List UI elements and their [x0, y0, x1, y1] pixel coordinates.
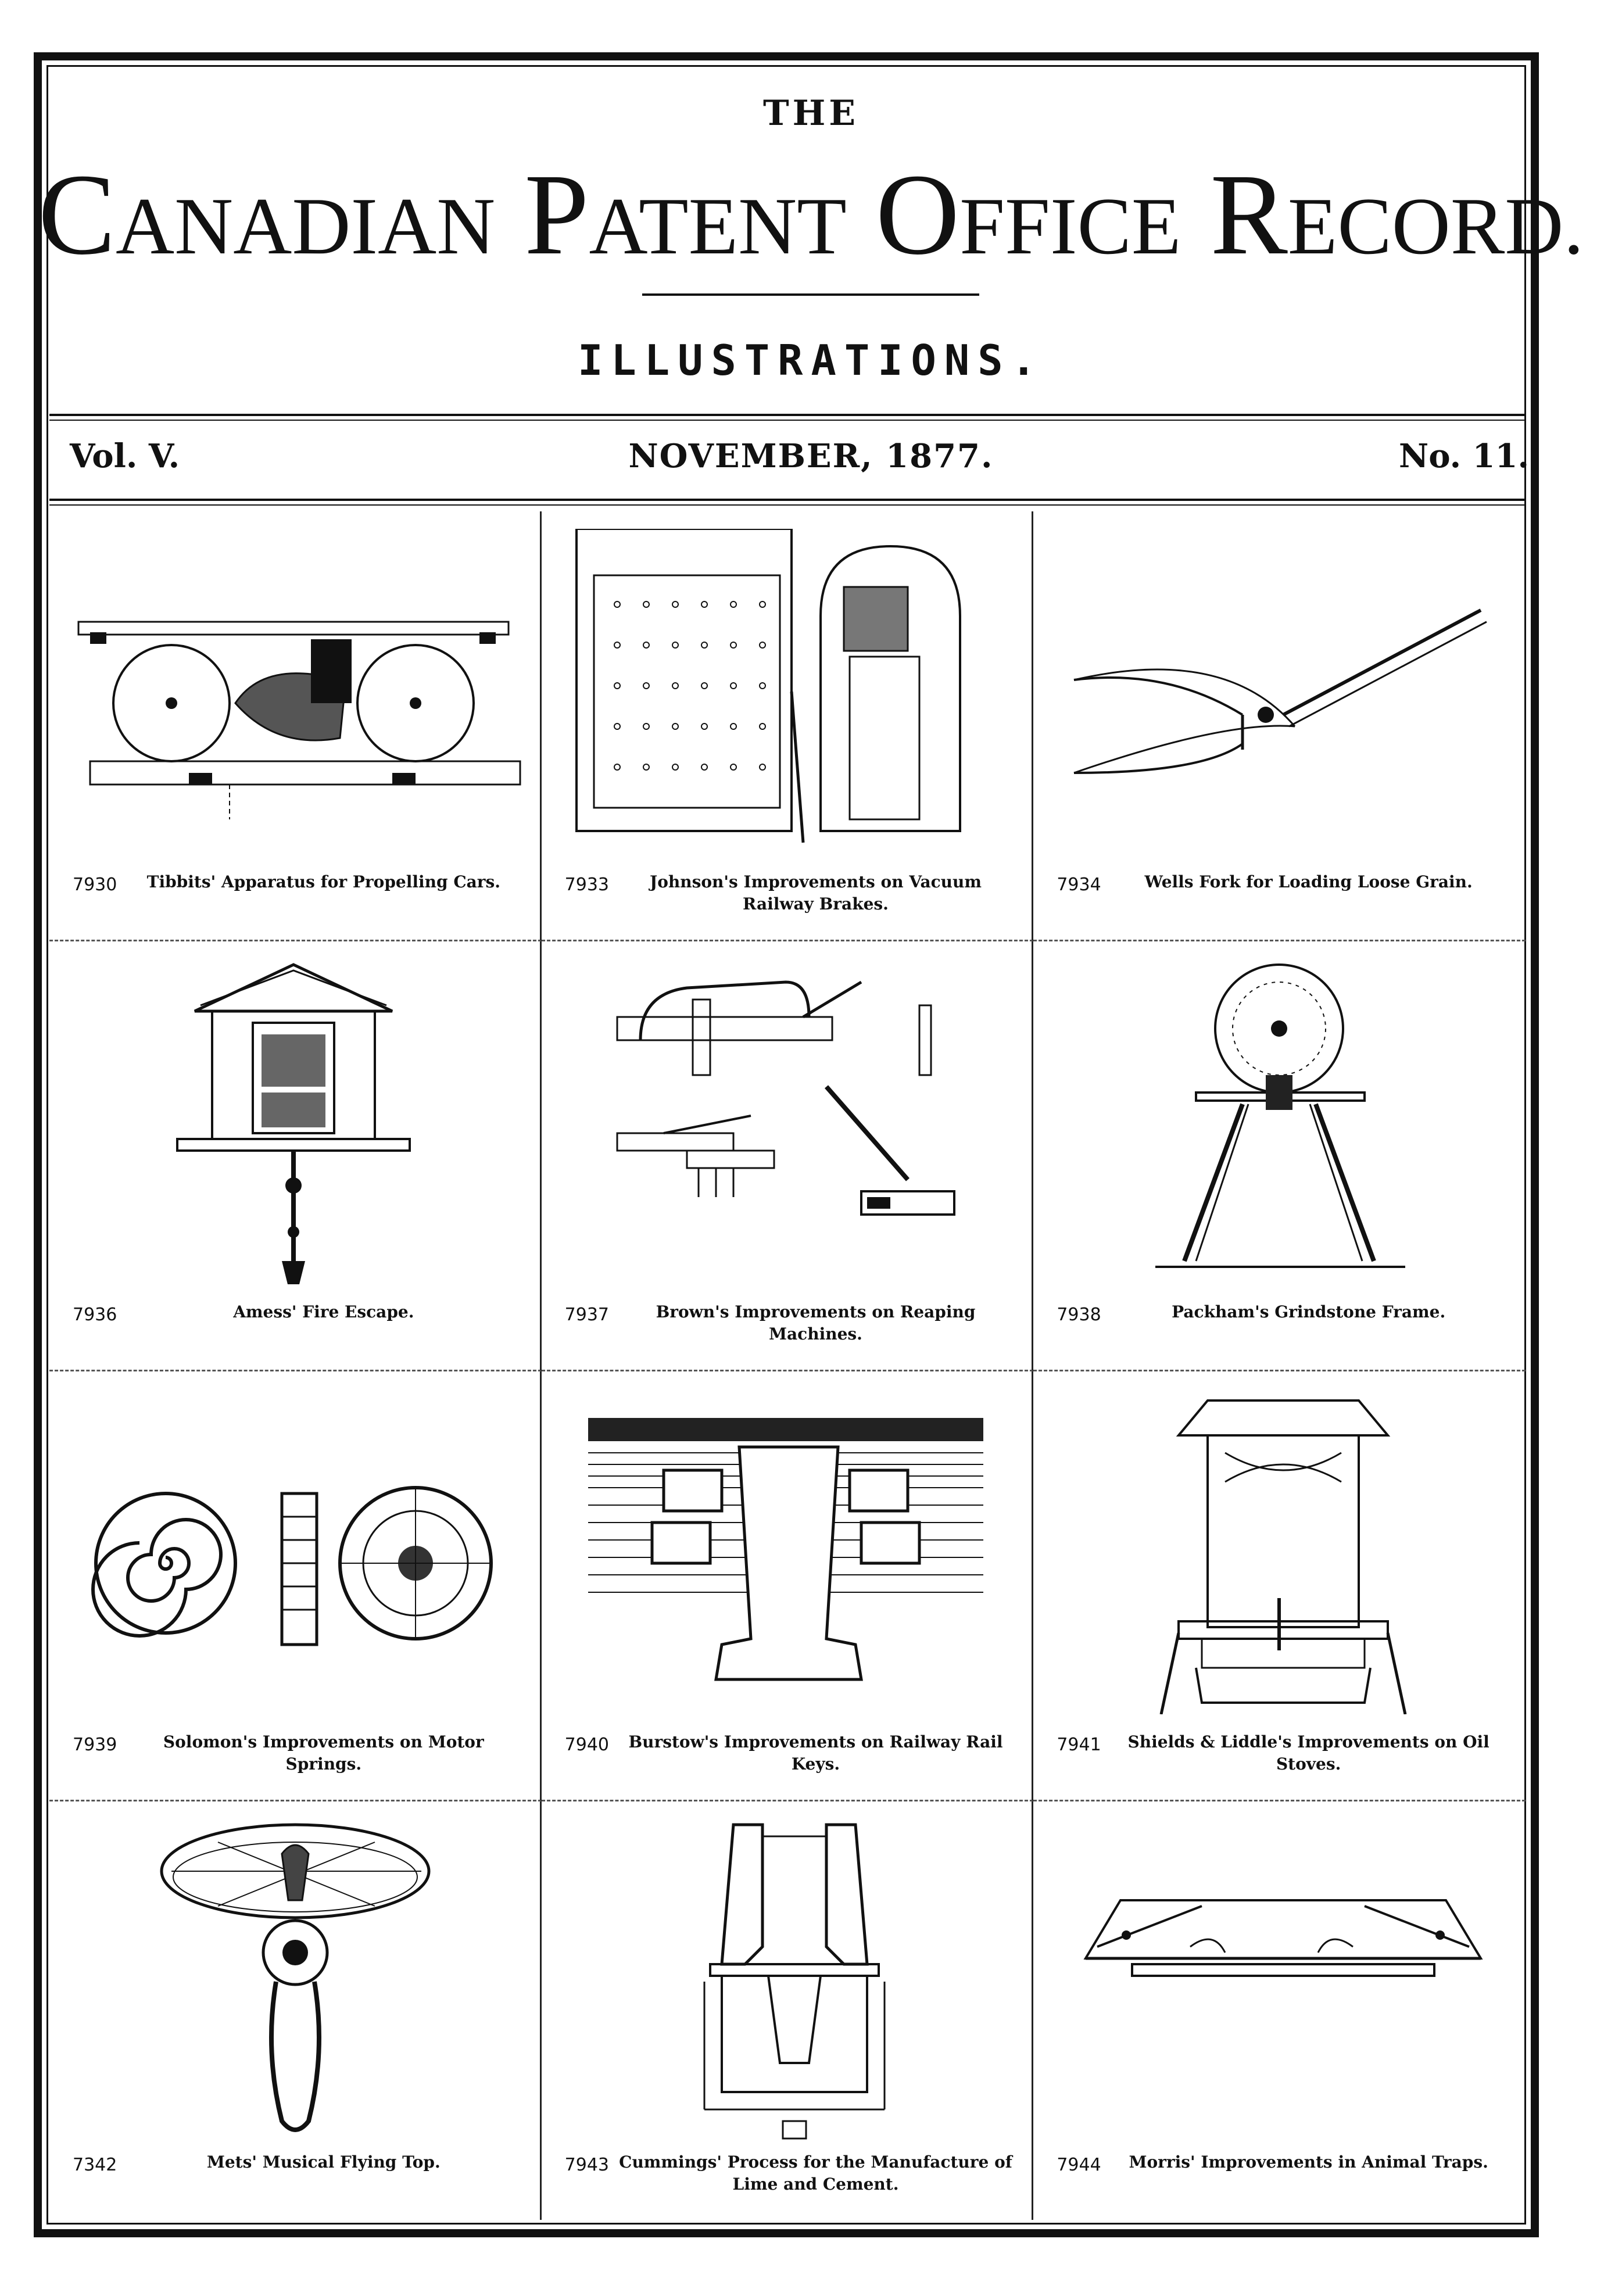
figure-title: Shields & Liddle's Improvements on Oil S… — [1127, 1732, 1489, 1774]
figure-cell: 7342 Mets' Musical Flying Top. — [49, 1801, 542, 2220]
figure-title: Johnson's Improvements on Vacuum Railway… — [649, 872, 982, 914]
figure-caption: 7933 Johnson's Improvements on Vacuum Ra… — [542, 859, 1032, 923]
figure-cell: 7930 Tibbits' Apparatus for Propelling C… — [49, 511, 542, 941]
section-subtitle: ILLUSTRATIONS. — [578, 336, 1044, 385]
figure-title: Wells Fork for Loading Loose Grain. — [1144, 872, 1473, 891]
figure-cell: 7941 Shields & Liddle's Improvements on … — [1033, 1371, 1526, 1801]
flying-top-drawing-icon — [67, 1819, 522, 2144]
figure-number: 7941 — [1057, 1735, 1101, 1755]
figure-title: Amess' Fire Escape. — [233, 1302, 414, 1321]
figure-title: Solomon's Improvements on Motor Springs. — [163, 1732, 484, 1774]
inner-border — [46, 65, 1526, 2225]
figure-number: 7940 — [564, 1735, 610, 1755]
figure-caption: 7939 Solomon's Improvements on Motor Spr… — [49, 1720, 540, 1783]
figure-caption: 7342 Mets' Musical Flying Top. — [49, 2140, 540, 2204]
issue-number: No. 11. — [1399, 437, 1529, 475]
figure-title: Morris' Improvements in Animal Traps. — [1129, 2152, 1488, 2172]
title-divider — [642, 293, 979, 296]
volume-label: Vol. V. — [70, 437, 180, 475]
figure-caption: 7941 Shields & Liddle's Improvements on … — [1033, 1720, 1526, 1783]
issue-date: NOVEMBER, 1877. — [628, 437, 994, 475]
figure-number: 7934 — [1057, 875, 1101, 895]
figure-title: Burstow's Improvements on Railway Rail K… — [628, 1732, 1003, 1774]
figure-cell: 7939 Solomon's Improvements on Motor Spr… — [49, 1371, 542, 1801]
animal-trap-drawing-icon — [1051, 1819, 1508, 2144]
grain-fork-drawing-icon — [1051, 529, 1508, 854]
reaping-machine-drawing-icon — [559, 959, 1015, 1284]
masthead-the: THE — [762, 93, 860, 134]
figure-title: Cummings' Process for the Manufacture of… — [619, 2152, 1012, 2194]
header-rule-bottom — [49, 499, 1526, 501]
rail-key-drawing-icon — [559, 1389, 1015, 1714]
figure-cell: 7934 Wells Fork for Loading Loose Grain. — [1033, 511, 1526, 941]
figure-cell: 7940 Burstow's Improvements on Railway R… — [541, 1371, 1034, 1801]
figure-number: 7930 — [73, 875, 117, 895]
figure-cell: 7937 Brown's Improvements on Reaping Mac… — [541, 941, 1034, 1371]
figure-caption: 7936 Amess' Fire Escape. — [49, 1290, 540, 1353]
header-rule-top-thin — [49, 420, 1526, 421]
vacuum-brake-drawing-icon — [559, 529, 1015, 854]
figure-caption: 7943 Cummings' Process for the Manufactu… — [542, 2140, 1032, 2204]
figure-title: Packham's Grindstone Frame. — [1172, 1302, 1446, 1321]
rail-car-drawing-icon — [67, 529, 522, 854]
figure-number: 7939 — [73, 1735, 117, 1755]
figure-cell: 7933 Johnson's Improvements on Vacuum Ra… — [541, 511, 1034, 941]
figure-caption: 7934 Wells Fork for Loading Loose Grain. — [1033, 859, 1526, 923]
figure-caption: 7930 Tibbits' Apparatus for Propelling C… — [49, 859, 540, 923]
lime-kiln-drawing-icon — [559, 1819, 1015, 2144]
figure-caption: 7937 Brown's Improvements on Reaping Mac… — [542, 1290, 1032, 1353]
figure-caption: 7940 Burstow's Improvements on Railway R… — [542, 1720, 1032, 1783]
figure-number: 7936 — [73, 1305, 117, 1325]
figure-cell: 7936 Amess' Fire Escape. — [49, 941, 542, 1371]
figure-cell: 7944 Morris' Improvements in Animal Trap… — [1033, 1801, 1526, 2220]
illustration-grid: 7930 Tibbits' Apparatus for Propelling C… — [49, 511, 1526, 2220]
figure-number: 7933 — [564, 875, 610, 895]
outer-border — [34, 52, 1539, 2237]
oil-stove-drawing-icon — [1051, 1389, 1508, 1714]
figure-cell: 7943 Cummings' Process for the Manufactu… — [542, 1801, 1034, 2220]
figure-number: 7944 — [1057, 2155, 1101, 2175]
figure-title: Mets' Musical Flying Top. — [206, 2152, 441, 2172]
fire-escape-drawing-icon — [67, 959, 522, 1284]
figure-title: Brown's Improvements on Reaping Machines… — [656, 1302, 976, 1344]
header-rule-top — [49, 414, 1526, 416]
figure-number: 7937 — [564, 1305, 610, 1325]
figure-title: Tibbits' Apparatus for Propelling Cars. — [146, 872, 501, 891]
header-rule-bottom-thin — [49, 504, 1526, 506]
figure-number: 7938 — [1057, 1305, 1101, 1325]
figure-cell: 7938 Packham's Grindstone Frame. — [1033, 941, 1526, 1371]
figure-number: 7342 — [73, 2155, 117, 2175]
figure-number: 7943 — [564, 2155, 610, 2175]
masthead-title: CANADIAN PATENT OFFICE RECORD. — [38, 151, 1584, 279]
grindstone-frame-drawing-icon — [1051, 959, 1508, 1284]
figure-caption: 7938 Packham's Grindstone Frame. — [1033, 1290, 1526, 1353]
figure-caption: 7944 Morris' Improvements in Animal Trap… — [1033, 2140, 1526, 2204]
motor-spring-drawing-icon — [67, 1389, 522, 1714]
